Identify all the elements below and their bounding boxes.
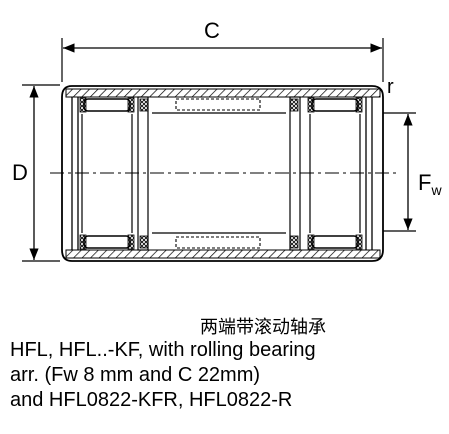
outer-housing — [61, 85, 384, 262]
caption-line-3: and HFL0822-KFR, HFL0822-R — [10, 389, 293, 411]
caption-line-2: arr. (Fw 8 mm and C 22mm) — [10, 364, 261, 386]
width-extension-lines — [61, 38, 384, 82]
diameter-extension-lines — [22, 84, 60, 262]
caption-chinese-title: 两端带滚动轴承 — [200, 317, 326, 338]
caption-line-1: HFL, HFL..-KF, with rolling bearing — [10, 339, 316, 361]
end-shells — [71, 97, 373, 250]
right-needle-roller-row — [307, 97, 363, 250]
bore-label-fw: Fw — [418, 170, 442, 198]
bearing-cross-section-drawing: C D Fw r — [12, 18, 442, 262]
width-label-c: C — [204, 18, 220, 43]
diameter-label-d: D — [12, 160, 28, 185]
left-needle-roller-row — [79, 97, 135, 250]
radius-label-r: r — [387, 76, 394, 98]
